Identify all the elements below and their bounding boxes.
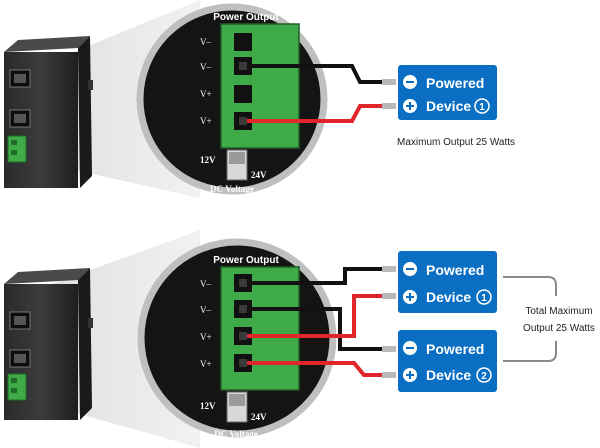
svg-text:1: 1 [479,102,485,113]
powered-device-1: Powered Device 1 [398,65,497,120]
pin-label: V– [200,62,211,72]
poe-injector-device [4,268,93,420]
switch-caption: DC Voltage [214,429,258,439]
terminal-sockets [234,33,252,130]
device-label-line2: Device [426,367,471,383]
total-output-note-line2: Output 25 Watts [523,323,595,334]
powered-device-2: Powered Device 2 [398,330,497,392]
device-label-line1: Powered [426,341,484,357]
switch-label-right: 24V [251,412,267,422]
terminal-sockets [234,274,252,372]
pin-label: V– [200,305,211,315]
device-label-line1: Powered [426,262,484,278]
wire-negative-device-2 [247,307,386,351]
pin-label: V+ [200,332,212,342]
pin-label: V+ [200,359,212,369]
pin-label: V– [200,37,211,47]
max-output-note: Maximum Output 25 Watts [397,137,515,148]
terminal-block [220,266,300,391]
terminal-title: Power Output [213,255,279,266]
number-circle-icon: 1 [474,98,490,114]
terminal-block [220,23,300,149]
wire-positive-device-1 [247,294,386,338]
minus-circle-icon [403,75,417,89]
plus-circle-icon [403,290,417,304]
plus-circle-icon [403,368,417,382]
minus-circle-icon [403,341,417,355]
wire-negative-device-1 [247,267,386,285]
pin-label: V– [200,279,211,289]
total-output-note-line1: Total Maximum [525,306,592,317]
terminal-block-thumbnail [7,373,27,401]
switch-caption: DC Voltage [210,184,254,194]
pin-label: V+ [200,89,212,99]
switch-label-right: 24V [251,170,267,180]
wire-positive-device-2 [247,361,386,377]
number-circle-icon: 2 [476,367,492,383]
device-label-line2: Device [426,98,471,114]
wire-negative [247,64,386,84]
minus-circle-icon [403,262,417,276]
powered-device-1: Powered Device 1 [398,251,497,313]
device-label-line2: Device [426,289,471,305]
plus-circle-icon [403,99,417,113]
panel-dual-device: Power Output V– V– V+ V+ 12V 24V DC Volt… [4,230,595,448]
group-bracket [503,276,557,362]
svg-text:2: 2 [481,371,487,382]
switch-label-left: 12V [200,401,216,411]
terminal-title: Power Output [213,12,279,23]
wire-positive [247,104,386,123]
device-label-line1: Powered [426,75,484,91]
number-circle-icon: 1 [476,289,492,305]
panel-single-device: Power Output V– V– V+ V+ 12V 24V DC Volt… [4,0,515,198]
terminal-block-thumbnail [7,135,27,163]
pin-label: V+ [200,116,212,126]
poe-injector-device [4,36,93,188]
svg-text:1: 1 [481,293,487,304]
switch-label-left: 12V [200,155,216,165]
